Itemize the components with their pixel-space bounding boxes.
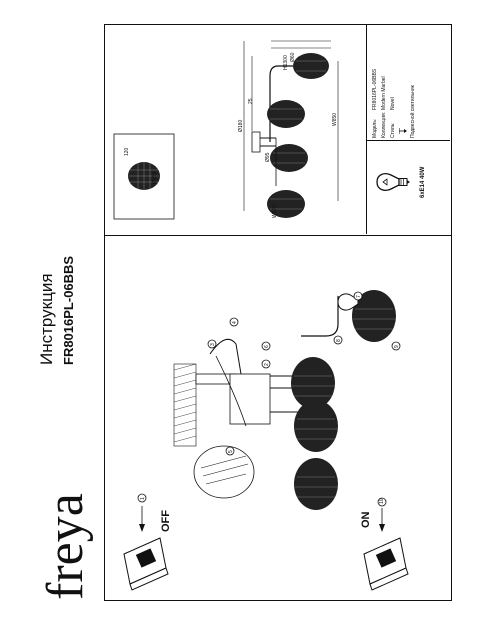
step-6: 6 bbox=[264, 345, 270, 348]
left-panel-frame bbox=[104, 234, 452, 601]
dim-25: 25 bbox=[248, 98, 254, 104]
specs-frame bbox=[366, 24, 451, 234]
bulb-spec: 6xE14 40W bbox=[420, 166, 426, 198]
spec-collection-label: Коллекция: bbox=[381, 111, 387, 138]
step-markers bbox=[137, 291, 401, 507]
dim-d180: Ø180 bbox=[238, 119, 244, 132]
spec-style-label: Стиль: bbox=[390, 122, 396, 138]
bulb-icon bbox=[373, 170, 413, 194]
inset-width: 120 bbox=[124, 147, 130, 156]
drawing-shades bbox=[267, 53, 329, 218]
switch-on-label: ON bbox=[360, 511, 372, 529]
step-8: 8 bbox=[336, 339, 342, 342]
spec-model-label: Модель: bbox=[372, 118, 378, 138]
installation-drawing bbox=[123, 290, 409, 591]
switch-off-illustration bbox=[123, 506, 169, 591]
step-7: 7 bbox=[356, 295, 362, 298]
step-2: 2 bbox=[264, 363, 270, 366]
step-5: 5 bbox=[228, 450, 234, 453]
step-1: 1 bbox=[140, 497, 146, 500]
dimension-drawing bbox=[113, 40, 339, 220]
pendant-type-icon bbox=[398, 122, 407, 134]
dim-h1300: H1300 bbox=[283, 55, 289, 70]
dim-d60: Ø60 bbox=[290, 52, 296, 62]
spec-collection-value: Modern Marbel bbox=[381, 76, 387, 110]
inset-diameter: Ø155 bbox=[152, 171, 158, 184]
dim-d95: Ø95 bbox=[265, 152, 271, 162]
inset-frame bbox=[113, 133, 175, 220]
specs-divider bbox=[366, 140, 450, 141]
step-4: 4 bbox=[232, 321, 238, 324]
right-panel-frame bbox=[104, 24, 452, 236]
spec-style-value: Novel bbox=[390, 97, 396, 110]
spec-model-value: FR8016PL-06BBS bbox=[372, 68, 378, 110]
model-code-heading: FR8016PL-06BBS bbox=[61, 255, 76, 365]
page-title: Инструкция bbox=[37, 273, 56, 365]
step-9: 9 bbox=[394, 345, 400, 348]
brand-logo: freya bbox=[37, 493, 94, 600]
step-3: 3 bbox=[210, 343, 216, 346]
switch-on-illustration bbox=[363, 508, 409, 591]
step-10: 10 bbox=[379, 498, 385, 504]
spec-type-value: Подвесной светильник bbox=[410, 85, 416, 138]
dim-w670: W670 bbox=[272, 204, 278, 218]
switch-off-label: OFF bbox=[160, 510, 172, 532]
dim-w850: W850 bbox=[332, 112, 338, 126]
